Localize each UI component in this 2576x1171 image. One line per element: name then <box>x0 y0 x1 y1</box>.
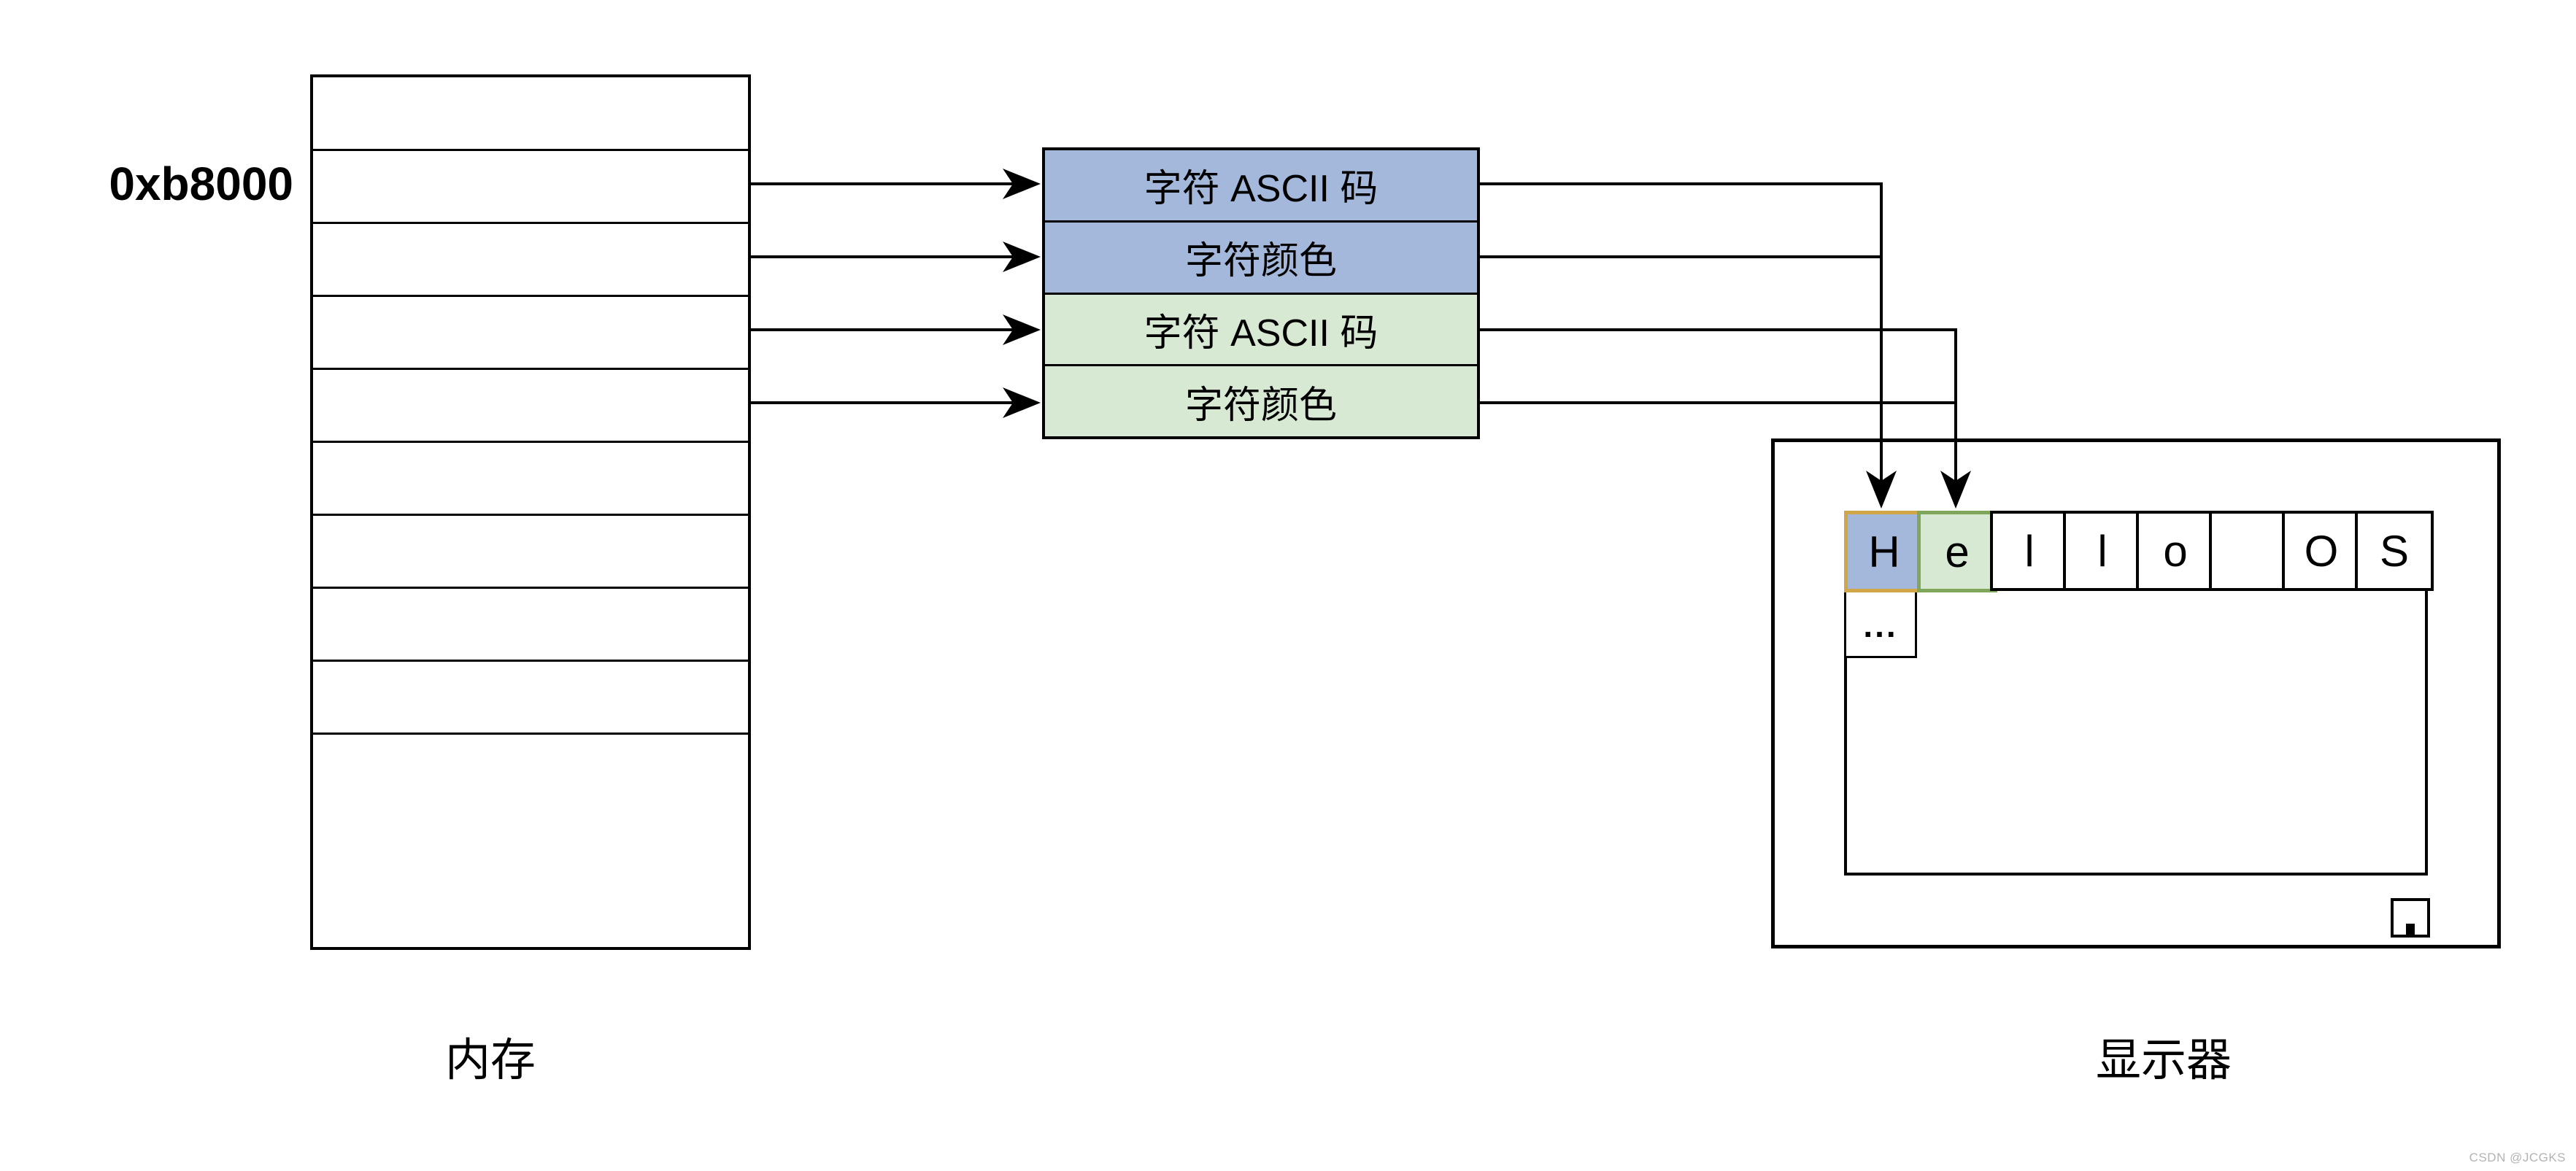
arrow-right-icon <box>1003 169 1041 199</box>
memory-row-divider <box>313 295 748 297</box>
char-cell-l1: l <box>1990 511 2069 591</box>
ellipsis-cell: ... <box>1844 585 1917 658</box>
memory-row-divider <box>313 368 748 370</box>
memory-row-divider <box>313 514 748 516</box>
buffer-row-ascii-1: 字符 ASCII 码 <box>1045 150 1477 223</box>
char-cell-h: H <box>1844 511 1924 592</box>
memory-row-divider <box>313 222 748 224</box>
buffer-row-color-2: 字符颜色 <box>1045 366 1477 436</box>
cursor-tick-icon <box>2406 924 2415 935</box>
char-cell-o: o <box>2136 511 2215 591</box>
video-buffer-box: 字符 ASCII 码 字符颜色 字符 ASCII 码 字符颜色 <box>1042 147 1480 439</box>
buffer-row-ascii-2: 字符 ASCII 码 <box>1045 294 1477 367</box>
buffer-row-color-1: 字符颜色 <box>1045 222 1477 295</box>
char-cell-space <box>2209 511 2288 591</box>
memory-row-divider <box>313 149 748 151</box>
arrow-right-icon <box>1003 241 1041 272</box>
arrow-right-icon <box>1003 387 1041 418</box>
memory-address-label: 0xb8000 <box>109 158 293 210</box>
char-cell-S: S <box>2355 511 2434 591</box>
memory-row-divider <box>313 733 748 735</box>
memory-row-divider <box>313 587 748 589</box>
memory-row-divider <box>313 660 748 662</box>
cursor-icon <box>2391 898 2430 938</box>
connector-blue-ascii-to-h <box>1480 182 1883 482</box>
memory-caption: 内存 <box>445 1035 536 1086</box>
arrow-right-icon <box>1003 314 1041 345</box>
char-cell-e: e <box>1917 511 1997 592</box>
display-caption: 显示器 <box>2096 1035 2232 1086</box>
memory-row-divider <box>313 441 748 443</box>
char-cell-l2: l <box>2063 511 2142 591</box>
memory-box <box>310 74 751 950</box>
watermark-text: CSDN @JCGKS <box>2469 1151 2566 1164</box>
char-cell-O: O <box>2282 511 2361 591</box>
